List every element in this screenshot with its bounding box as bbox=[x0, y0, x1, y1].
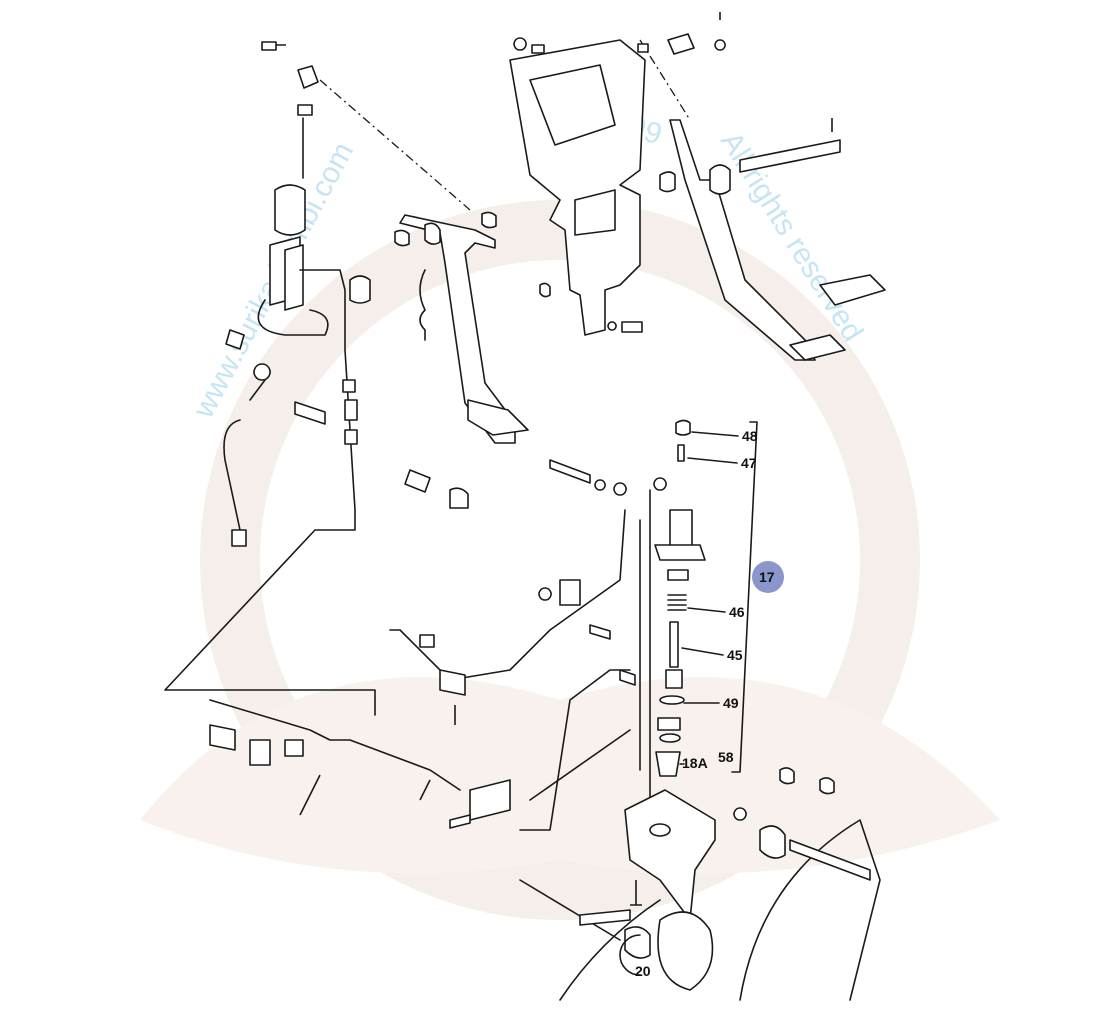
callout-label-17[interactable]: 17 bbox=[759, 569, 775, 585]
pedal-bracket bbox=[509, 37, 646, 336]
callout-leader-46 bbox=[687, 607, 726, 613]
callout-label-47: 47 bbox=[741, 455, 757, 471]
slave-cylinder-assembly bbox=[639, 419, 758, 801]
release-bracket-transmission bbox=[519, 767, 881, 1001]
callout-label-20: 20 bbox=[635, 963, 651, 979]
clutch-master-cylinder bbox=[164, 41, 376, 716]
callout-label-46: 46 bbox=[729, 604, 745, 620]
callout-label-58: 58 bbox=[718, 749, 734, 765]
callout-leader-48 bbox=[691, 431, 739, 437]
callout-label-18A: 18A bbox=[682, 755, 708, 771]
callout-leader-47 bbox=[687, 457, 738, 464]
hydraulic-lines bbox=[209, 459, 636, 831]
clutch-pedal bbox=[319, 79, 529, 444]
callout-highlight-17[interactable] bbox=[752, 561, 784, 593]
callout-label-48: 48 bbox=[742, 428, 758, 444]
callout-leader-45 bbox=[681, 647, 724, 656]
callout-label-45: 45 bbox=[727, 647, 743, 663]
callout-label-49: 49 bbox=[723, 695, 739, 711]
brake-pedal bbox=[637, 12, 886, 361]
callouts: 48 47 17 46 45 49 58 18A 20 bbox=[635, 428, 784, 979]
